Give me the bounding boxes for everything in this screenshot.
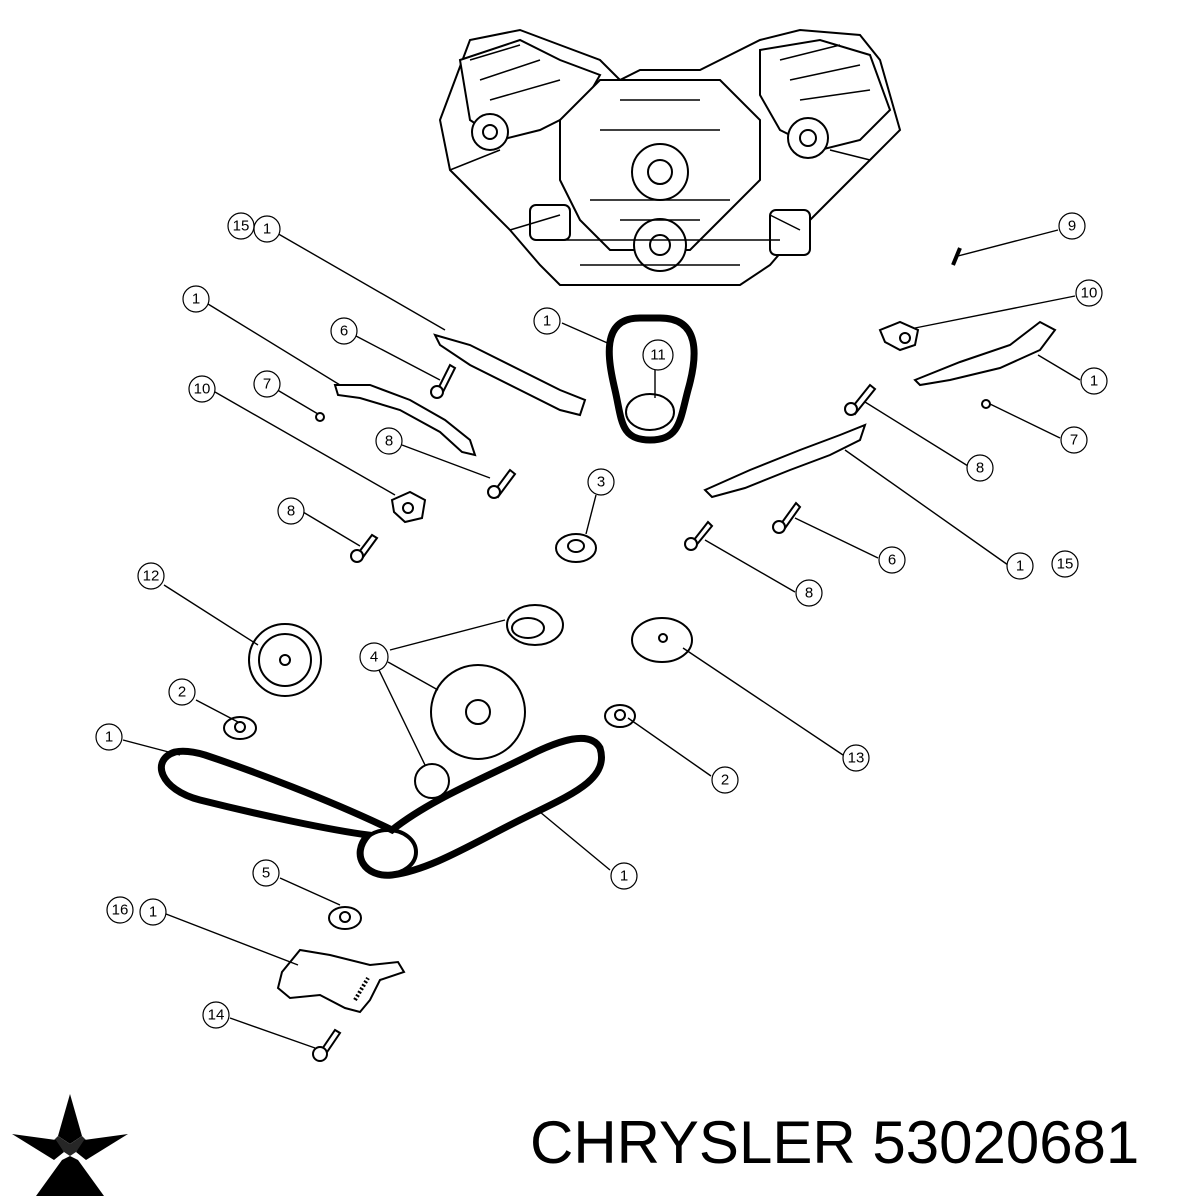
svg-text:7: 7	[1070, 432, 1078, 449]
svg-text:8: 8	[976, 460, 984, 477]
pentastar-icon	[12, 1094, 128, 1196]
bolt-parts	[312, 363, 991, 1062]
timing-chain-lower	[157, 734, 605, 879]
svg-text:10: 10	[1081, 285, 1098, 302]
svg-text:15: 15	[1057, 556, 1074, 573]
callout-1-e: 1	[1006, 552, 1034, 580]
part-number: 53020681	[872, 1109, 1140, 1176]
svg-text:14: 14	[208, 1007, 225, 1024]
svg-text:15: 15	[233, 218, 250, 235]
callout-3: 3	[587, 468, 615, 496]
callout-15-b: 15	[1051, 550, 1079, 578]
svg-text:5: 5	[262, 865, 270, 882]
callout-5: 5	[252, 859, 280, 887]
engine-block-illustration	[438, 28, 902, 286]
guide-rail-upper-left	[433, 333, 587, 417]
svg-text:8: 8	[385, 433, 393, 450]
svg-text:9: 9	[1068, 218, 1076, 235]
svg-text:1: 1	[620, 868, 628, 885]
svg-text:13: 13	[848, 750, 865, 767]
callout-1-h: 1	[139, 898, 167, 926]
callout-1-d: 1	[533, 307, 561, 335]
svg-text:6: 6	[340, 323, 348, 340]
pin-part	[951, 247, 962, 266]
callout-16: 16	[106, 896, 134, 924]
sprocket-part-12	[248, 623, 322, 697]
svg-text:4: 4	[370, 649, 378, 666]
callout-7-a: 7	[253, 370, 281, 398]
svg-text:7: 7	[263, 376, 271, 393]
svg-text:1: 1	[263, 221, 271, 238]
svg-text:1: 1	[149, 904, 157, 921]
svg-text:12: 12	[143, 568, 160, 585]
part-caption: CHRYSLER 53020681	[530, 1108, 1190, 1178]
callout-2-a: 2	[168, 678, 196, 706]
svg-text:1: 1	[543, 313, 551, 330]
callout-1-g: 1	[610, 862, 638, 890]
callout-8-d: 8	[795, 579, 823, 607]
svg-text:1: 1	[1016, 558, 1024, 575]
tensioner-part-upper-right	[878, 320, 920, 352]
callout-1-b: 1	[1080, 367, 1108, 395]
svg-text:8: 8	[805, 585, 813, 602]
crank-sprocket	[358, 828, 418, 876]
washer-parts	[223, 704, 636, 930]
svg-text:16: 16	[112, 902, 129, 919]
callout-1-f: 1	[95, 723, 123, 751]
sprocket-part-13	[631, 617, 693, 663]
svg-text:2: 2	[721, 772, 729, 789]
sprocket-11	[625, 393, 675, 431]
leader-lines	[122, 229, 1081, 1049]
svg-text:10: 10	[194, 381, 211, 398]
svg-text:8: 8	[287, 503, 295, 520]
tensioner-part-left	[390, 490, 427, 524]
svg-text:3: 3	[597, 474, 605, 491]
brand-name: CHRYSLER	[530, 1109, 856, 1176]
svg-text:11: 11	[650, 347, 666, 364]
callout-9: 9	[1058, 212, 1086, 240]
lower-tensioner-bracket	[276, 948, 406, 1014]
callout-8-c: 8	[277, 497, 305, 525]
callout-14: 14	[202, 1001, 230, 1029]
callout-8-b: 8	[966, 454, 994, 482]
guide-rail-left	[333, 384, 477, 457]
callout-10-b: 10	[188, 375, 216, 403]
svg-text:6: 6	[888, 552, 896, 569]
svg-text:1: 1	[1090, 373, 1098, 390]
callout-15-a: 15	[227, 212, 255, 240]
svg-text:2: 2	[178, 684, 186, 701]
timing-components-diagram: 15 1 9 10 1 6 1 11 1 7 10 7 8 8 3 8 6 1 …	[95, 28, 1108, 1062]
callout-8-a: 8	[375, 427, 403, 455]
callout-12: 12	[137, 562, 165, 590]
callout-10-a: 10	[1075, 279, 1103, 307]
sprocket-part-3	[555, 533, 597, 563]
callout-6-a: 6	[330, 317, 358, 345]
callout-2-b: 2	[711, 766, 739, 794]
sprocket-part-4	[414, 604, 564, 799]
timing-chain-upper	[605, 314, 698, 444]
guide-rail-upper-right	[913, 320, 1057, 387]
callout-13: 13	[842, 744, 870, 772]
callout-11: 11	[642, 339, 674, 371]
callout-6-b: 6	[878, 546, 906, 574]
callout-7-b: 7	[1060, 426, 1088, 454]
svg-text:1: 1	[192, 291, 200, 308]
svg-text:1: 1	[105, 729, 113, 746]
callout-4: 4	[359, 642, 389, 672]
callout-1-c: 1	[182, 285, 210, 313]
guide-rail-right-middle	[703, 423, 867, 499]
callout-1-a: 1	[253, 215, 281, 243]
tensioner-spring	[353, 976, 370, 1002]
